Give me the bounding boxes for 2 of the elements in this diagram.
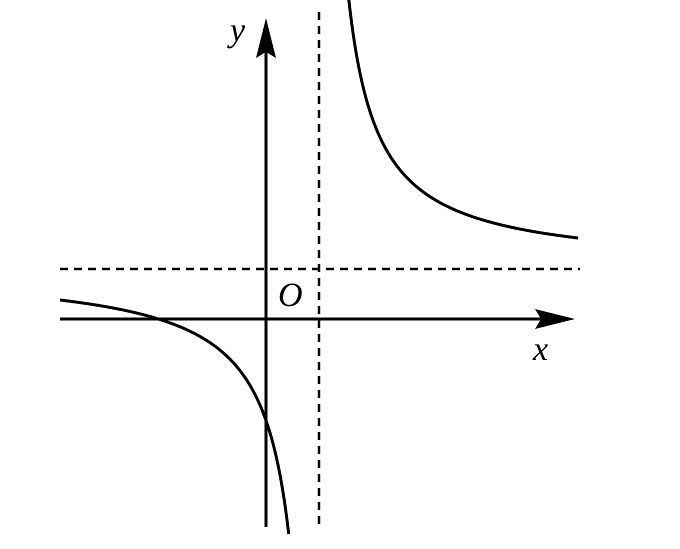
axis-label: x xyxy=(533,333,548,367)
origin-label: O xyxy=(278,279,303,313)
